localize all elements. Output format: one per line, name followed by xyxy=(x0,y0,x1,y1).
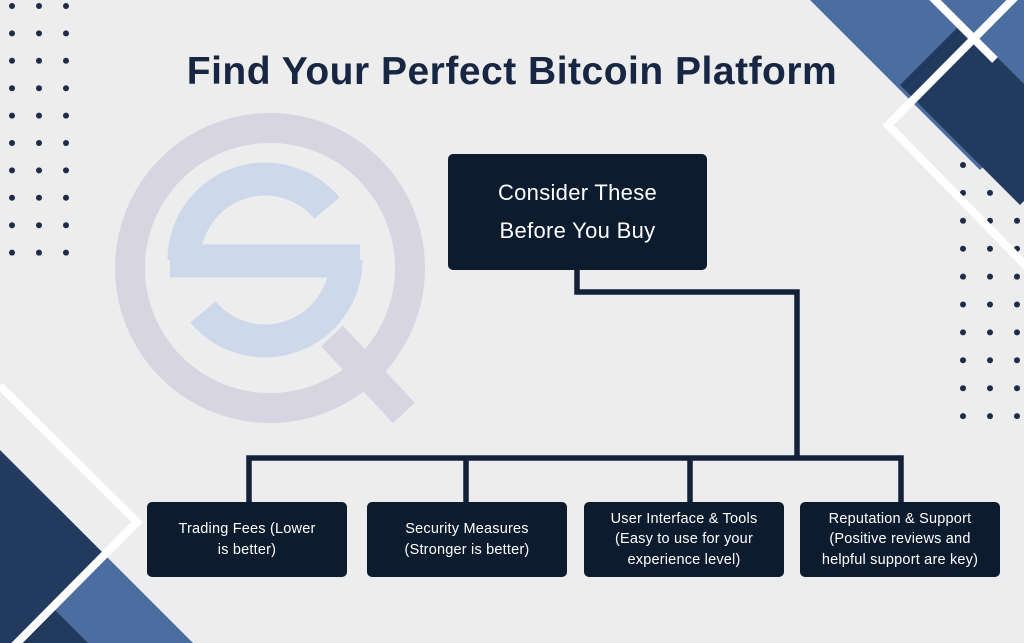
logo-s-glyph xyxy=(167,162,363,358)
bus-line xyxy=(246,455,904,503)
dot xyxy=(63,85,69,92)
child-node-line: Reputation & Support xyxy=(828,510,972,527)
dot xyxy=(960,357,966,364)
child-node-line: helpful support are key) xyxy=(821,551,979,568)
child-node-line: (Positive reviews and xyxy=(829,531,971,548)
child-node-security-measures: Security Measures (Stronger is better) xyxy=(367,502,567,577)
dot xyxy=(987,329,993,336)
dot-grid-top-left xyxy=(9,3,69,256)
dot xyxy=(63,249,69,256)
dot xyxy=(36,222,42,229)
dot xyxy=(9,112,15,119)
tree-connectors xyxy=(246,268,904,503)
dot xyxy=(36,194,42,201)
dot xyxy=(36,57,42,64)
child-node-line: User Interface & Tools xyxy=(610,510,758,527)
magnifier-handle xyxy=(321,325,415,424)
dot xyxy=(9,194,15,201)
child-drop-lines xyxy=(463,458,693,503)
child-node-line: (Easy to use for your xyxy=(615,531,753,548)
white-accent-line xyxy=(929,0,998,63)
dot xyxy=(63,167,69,174)
dot xyxy=(987,301,993,308)
dot xyxy=(987,273,993,280)
dot xyxy=(1014,357,1020,364)
dot xyxy=(987,245,993,252)
dot xyxy=(9,3,15,9)
child-node-line: (Stronger is better) xyxy=(404,541,530,558)
dot xyxy=(987,357,993,364)
dot xyxy=(1014,413,1020,420)
dot xyxy=(63,112,69,119)
dot xyxy=(960,162,966,168)
dot xyxy=(960,245,966,252)
child-node-line: Trading Fees (Lower xyxy=(178,521,316,537)
child-node-line: is better) xyxy=(217,541,277,558)
dot xyxy=(960,273,966,280)
blue-diamond-small xyxy=(950,0,1024,84)
root-node-line: Before You Buy xyxy=(499,218,656,243)
child-node-reputation-support: Reputation & Support (Positive reviews a… xyxy=(800,502,1000,577)
corner-decoration-top-right xyxy=(810,0,1024,270)
dot xyxy=(63,30,69,37)
magnifier-ring xyxy=(115,113,425,423)
white-chevron xyxy=(0,383,143,643)
dot xyxy=(9,30,15,37)
child-node-trading-fees: Trading Fees (Lower is better) xyxy=(147,502,347,577)
root-node: Consider These Before You Buy xyxy=(448,154,707,270)
dot xyxy=(987,385,993,392)
dot xyxy=(63,3,69,9)
dot xyxy=(36,112,42,119)
dot xyxy=(63,222,69,229)
corner-decoration-bottom-left xyxy=(0,383,193,643)
child-node-line: Security Measures xyxy=(405,521,529,537)
dot xyxy=(36,3,42,9)
dot xyxy=(1014,385,1020,392)
magnifier-s-logo-watermark xyxy=(115,113,425,424)
dot-grid-right xyxy=(960,162,1020,420)
dot xyxy=(63,140,69,146)
dot xyxy=(36,30,42,37)
child-node-line: experience level) xyxy=(627,551,741,568)
dot xyxy=(960,301,966,308)
white-chevron xyxy=(882,0,1024,270)
dot xyxy=(1014,273,1020,280)
dot xyxy=(1014,217,1020,224)
child-node-user-interface: User Interface & Tools (Easy to use for … xyxy=(584,502,784,577)
dot xyxy=(1014,329,1020,336)
dot xyxy=(36,85,42,92)
dot xyxy=(960,413,966,420)
dot xyxy=(960,217,966,224)
dot xyxy=(9,57,15,64)
root-elbow-connector xyxy=(574,268,800,458)
dot xyxy=(960,385,966,392)
dot xyxy=(1014,301,1020,308)
root-node-line: Consider These xyxy=(497,180,658,205)
dot xyxy=(9,249,15,256)
dot xyxy=(987,413,993,420)
dot xyxy=(9,222,15,229)
navy-diamond xyxy=(0,450,103,643)
dot xyxy=(63,57,69,64)
dot xyxy=(63,194,69,201)
page-title: Find Your Perfect Bitcoin Platform xyxy=(186,50,838,93)
dot xyxy=(36,140,42,146)
dot xyxy=(960,329,966,336)
dot xyxy=(987,189,993,196)
dot xyxy=(9,140,15,146)
dot xyxy=(9,85,15,92)
dot xyxy=(36,167,42,174)
dot xyxy=(9,167,15,174)
dot xyxy=(36,249,42,256)
